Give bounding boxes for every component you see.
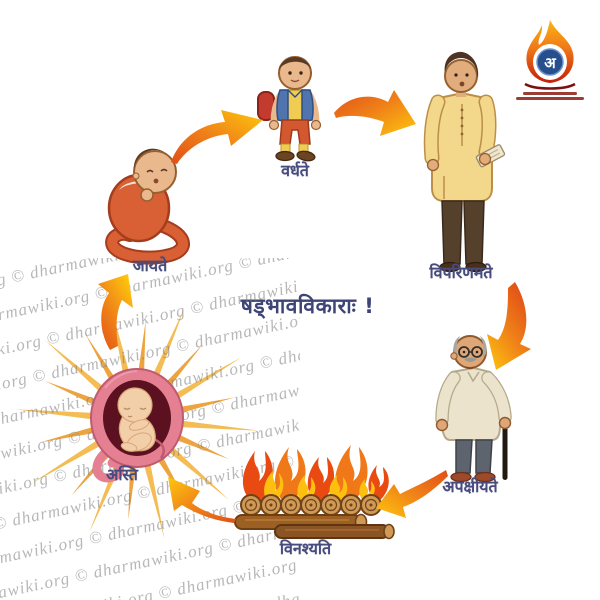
dharmawiki-logo: अ — [524, 20, 576, 90]
embryo-illustration — [90, 368, 184, 483]
kurta-sleeve-left — [425, 96, 444, 164]
man-eyes — [454, 73, 458, 77]
womb-highlight — [104, 370, 138, 389]
logo-circle — [536, 48, 564, 76]
logo-base-swoosh — [524, 82, 576, 90]
man-hand-right — [478, 152, 492, 166]
stage-label-viparinamate: विपरिणमते — [429, 263, 493, 282]
arrow-vardhate-to-viparinamate — [334, 90, 416, 136]
kurta-sleeve-right — [480, 96, 495, 158]
baby-illustration — [105, 148, 190, 265]
blanket-tail — [107, 219, 188, 263]
fetus-head — [117, 387, 153, 423]
man-shoe — [439, 261, 461, 273]
old-man-arm-left — [436, 372, 460, 425]
old-man-arm-right — [482, 372, 511, 423]
man-hair — [444, 51, 479, 78]
old-man-hand-right — [498, 416, 512, 430]
arrow-apakshiyate-to-vinashyati — [376, 470, 448, 518]
old-man-illustration — [435, 335, 512, 483]
child-shoe — [275, 150, 295, 162]
man-head — [444, 59, 478, 93]
old-man-shoe — [450, 471, 472, 483]
old-man-pants — [455, 439, 473, 474]
logo-letter: अ — [544, 54, 556, 72]
stage-label-vardhate: वर्धते — [281, 161, 309, 180]
child-eyes — [288, 71, 292, 75]
man-hand-left — [426, 158, 440, 172]
stage-label-vinashyati: विनश्यति — [279, 539, 332, 558]
fetus-eye — [123, 407, 131, 410]
young-man-illustration — [423, 51, 506, 273]
arrow-asti-to-jayate — [98, 274, 133, 350]
umbilical-curl — [92, 447, 125, 483]
funeral-pyre-illustration — [234, 445, 395, 540]
child-illustration — [257, 56, 322, 162]
walking-cane — [502, 422, 508, 480]
log-front-2 — [274, 524, 390, 539]
old-man-hand-left — [435, 418, 449, 432]
child-hair — [277, 57, 313, 76]
child-vest — [276, 89, 289, 123]
child-hand — [268, 119, 280, 131]
baby-mouth — [153, 178, 159, 184]
baby-eyes — [146, 168, 168, 173]
arrow-viparinamate-to-apakshiyate — [487, 282, 531, 370]
mustache — [464, 357, 477, 362]
stage-label-asti: अस्ति — [106, 465, 138, 484]
flames — [242, 445, 389, 501]
logo-caption-line — [516, 97, 584, 100]
diagram-title: षड्भावविकाराः ! — [240, 294, 375, 318]
child-pants — [279, 119, 311, 145]
stage-label-jayate: जायते — [132, 256, 168, 275]
man-mouth — [459, 81, 465, 87]
logo-caption-line — [523, 92, 577, 95]
old-man-mouth — [465, 366, 475, 370]
old-man-gray-hair — [453, 336, 460, 357]
fetus — [117, 387, 165, 459]
baby-hand — [140, 188, 154, 202]
stage-label-apakshiyate: अपक्षीयते — [442, 477, 498, 496]
man-pants — [441, 200, 463, 265]
arrow-vinashyati-to-asti — [168, 477, 236, 523]
child-mouth — [290, 79, 300, 83]
arrow-jayate-to-vardhate — [171, 110, 263, 164]
